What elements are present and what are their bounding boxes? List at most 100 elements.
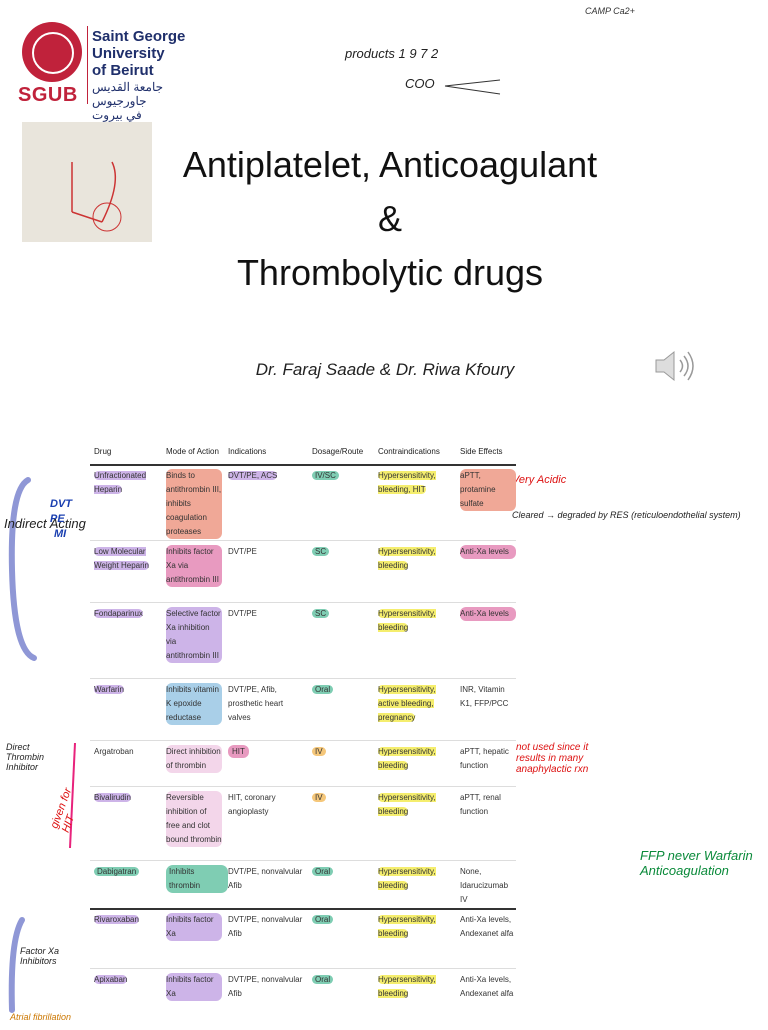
logo-name-line: University xyxy=(92,45,165,62)
indications: DVT/PE, nonvalvular Afib xyxy=(228,867,303,890)
table-row: Argatroban Direct inhibition of thrombin… xyxy=(90,742,516,787)
logo-abbreviation: SGUB xyxy=(18,84,78,106)
handwritten-top-note: products 1 9 7 2 COO xyxy=(345,42,545,112)
mode-of-action: Inhibits vitamin K epoxide reductase xyxy=(166,683,222,725)
dosage-route: Oral xyxy=(312,973,372,987)
drug-name: Rivaroxaban xyxy=(94,915,139,924)
header-dosage: Dosage/Route xyxy=(312,447,364,456)
contraindications: Hypersensitivity, bleeding, HIT xyxy=(378,471,436,494)
university-seal-logo xyxy=(22,22,82,82)
contraindications: Hypersensitivity, bleeding xyxy=(378,915,436,938)
drug-name: Warfarin xyxy=(94,685,124,694)
drug-name: Dabigatran xyxy=(94,865,158,879)
indications: DVT/PE, Afib, prosthetic heart valves xyxy=(228,685,284,722)
logo-arabic-name: جامعة القديس جاورجيوس في بيروت xyxy=(92,80,192,122)
mode-of-action: Inhibits factor Xa xyxy=(166,913,222,941)
indications: HIT xyxy=(228,745,308,759)
indications: HIT, coronary angioplasty xyxy=(228,793,276,816)
contraindications: Hypersensitivity, bleeding xyxy=(378,867,436,890)
dosage-route: IV/SC xyxy=(312,469,372,483)
handwritten-pe: PE xyxy=(50,513,65,525)
side-effects: aPTT, renal function xyxy=(460,793,501,816)
side-effects: INR, Vitamin K1, FFP/PCC xyxy=(460,685,509,708)
handwritten-ffp: FFP never Warfarin Anticoagulation xyxy=(640,848,753,878)
slide-title: Antiplatelet, Anticoagulant & Thrombolyt… xyxy=(130,138,650,300)
title-line: Thrombolytic drugs xyxy=(236,252,544,293)
indications: DVT/PE, nonvalvular Afib xyxy=(228,915,303,938)
side-effects: aPTT, hepatic function xyxy=(460,747,509,770)
dosage-route: IV xyxy=(312,791,372,805)
mode-of-action: Direct inhibition of thrombin xyxy=(166,745,222,773)
side-effects: Anti-Xa levels xyxy=(460,607,516,621)
logo-divider xyxy=(87,26,88,104)
handwritten-dvt: DVT xyxy=(50,498,72,510)
drug-name: Fondaparinux xyxy=(94,609,143,618)
side-effects: None, Idarucizumab IV xyxy=(460,867,509,904)
given-for-hit-arrow xyxy=(69,742,76,849)
logo-name-line: Saint George xyxy=(92,28,186,45)
title-line: & xyxy=(377,198,402,239)
handwritten-coo: COO xyxy=(405,76,435,91)
handwritten-atrial: Atrial fibrillation xyxy=(10,1012,72,1022)
bracket-annotations xyxy=(8,477,37,1013)
mode-of-action: Inhibits factor Xa via antithrombin III xyxy=(166,545,222,587)
dosage-route: SC xyxy=(312,607,372,621)
mode-of-action: Selective factor Xa inhibition via antit… xyxy=(166,607,222,663)
drug-name: Unfractionated Heparin xyxy=(94,471,147,494)
table-row: Low Molecular Weight Heparin Inhibits fa… xyxy=(90,542,516,603)
logo-name-line: of Beirut xyxy=(92,62,154,79)
authors-line: Dr. Faraj Saade & Dr. Riwa Kfoury xyxy=(255,360,515,379)
mode-of-action: Binds to antithrombin III, inhibits coag… xyxy=(166,469,222,539)
dosage-route: SC xyxy=(312,545,372,559)
table-row: Dabigatran Inhibits thrombin DVT/PE, non… xyxy=(90,862,516,910)
contraindications: Hypersensitivity, bleeding xyxy=(378,547,436,570)
table-row: Rivaroxaban Inhibits factor Xa DVT/PE, n… xyxy=(90,910,516,969)
mode-of-action: Inhibits thrombin xyxy=(166,865,228,893)
header-contraindications: Contraindications xyxy=(378,447,440,456)
speaker-icon[interactable] xyxy=(652,348,700,384)
table-row: Unfractionated Heparin Binds to antithro… xyxy=(90,466,516,541)
mode-of-action: Inhibits factor Xa xyxy=(166,973,222,1001)
logo-arabic-line: في بيروت xyxy=(92,108,142,122)
header-indications: Indications xyxy=(228,447,267,456)
dosage-route: IV xyxy=(312,745,372,759)
header-moa: Mode of Action xyxy=(166,447,219,456)
contraindications: Hypersensitivity, bleeding xyxy=(378,975,436,998)
contraindications: Hypersensitivity, bleeding xyxy=(378,793,436,816)
mode-of-action: Reversible inhibition of free and clot b… xyxy=(166,791,222,847)
logo-name: Saint George University of Beirut xyxy=(92,28,185,79)
indications: DVT/PE, nonvalvular Afib xyxy=(228,975,303,998)
handwritten-direct: Direct Thrombin Inhibitor xyxy=(6,742,45,772)
drug-name: Low Molecular Weight Heparin xyxy=(94,547,149,570)
table-row: Warfarin Inhibits vitamin K epoxide redu… xyxy=(90,680,516,741)
contraindications: Hypersensitivity, active bleeding, pregn… xyxy=(378,685,436,722)
contraindications: Hypersensitivity, bleeding xyxy=(378,609,436,632)
handwritten-mi: MI xyxy=(54,528,67,540)
table-row: Bivalirudin Reversible inhibition of fre… xyxy=(90,788,516,861)
whiteboard-photo xyxy=(22,122,152,242)
dosage-route: Oral xyxy=(312,913,372,927)
header-drug: Drug xyxy=(94,447,112,456)
logo-arabic-line: جامعة القديس جاورجيوس xyxy=(92,80,164,108)
table-header-row: Drug Mode of Action Indications Dosage/R… xyxy=(90,442,516,466)
drug-name: Argatroban xyxy=(94,747,134,756)
handwritten-factor-xa: Factor Xa Inhibitors xyxy=(20,946,60,966)
side-effects: aPTT, protamine sulfate xyxy=(460,469,516,511)
contraindications: Hypersensitivity, bleeding xyxy=(378,747,436,770)
drug-name: Apixaban xyxy=(94,975,128,984)
side-effects: Anti-Xa levels, Andexanet alfa xyxy=(460,915,514,938)
dosage-route: Oral xyxy=(312,865,372,879)
handwritten-arrows xyxy=(444,79,501,95)
indications: DVT/PE xyxy=(228,609,257,618)
header-side-effects: Side Effects xyxy=(460,447,503,456)
handwritten-cleared: Cleared → degraded by RES (reticuloendot… xyxy=(512,510,741,520)
indications: DVT/PE xyxy=(228,547,257,556)
handwritten-indirect: Indirect Acting xyxy=(4,516,86,531)
title-line: Antiplatelet, Anticoagulant xyxy=(182,144,598,185)
dosage-route: Oral xyxy=(312,683,372,697)
handwritten-very-acidic: Very Acidic xyxy=(512,474,567,486)
side-effects: Anti-Xa levels xyxy=(460,545,516,559)
indications: DVT/PE, ACS xyxy=(228,471,278,480)
handwritten-camp-note: CAMP Ca2+ xyxy=(585,6,635,16)
table-row: Fondaparinux Selective factor Xa inhibit… xyxy=(90,604,516,679)
